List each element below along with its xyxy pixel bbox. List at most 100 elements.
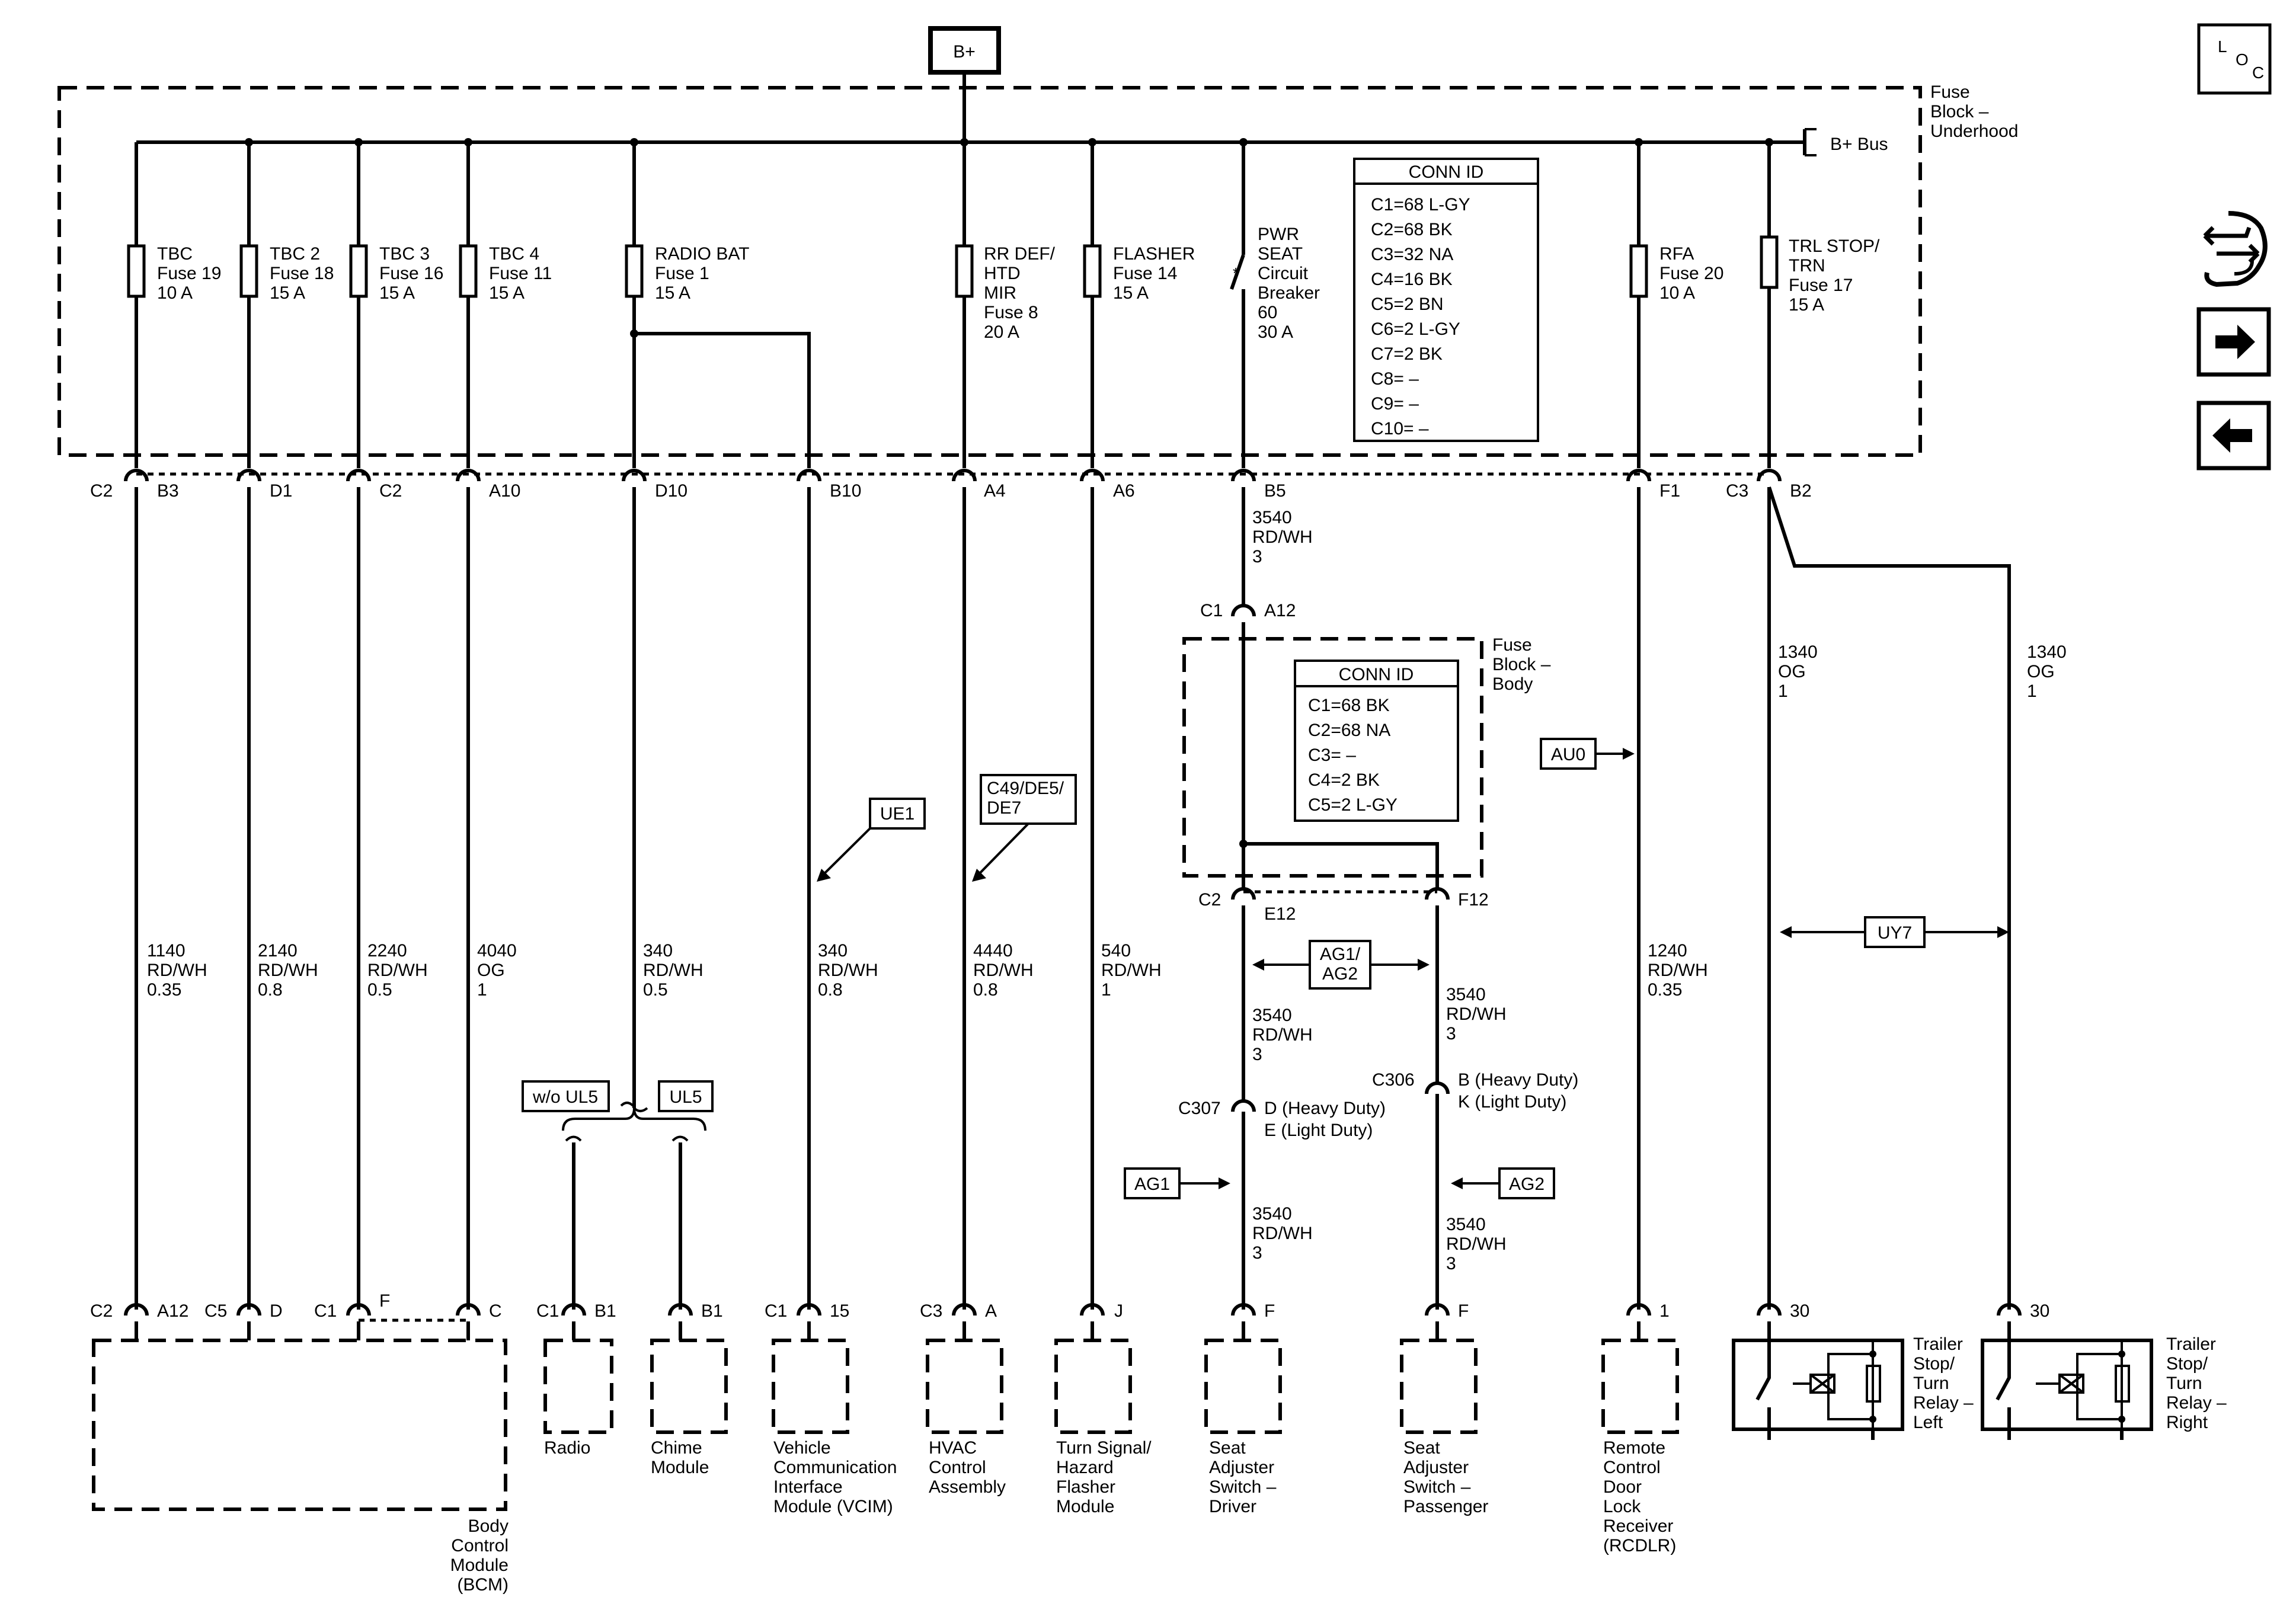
fuse-tbc3-label-2: Fuse 16 <box>379 264 443 283</box>
pin-label: B10 <box>830 481 861 501</box>
top-connector-row: C2 B3 D1 C2 A10 D10 B10 A4 A6 B5 F1 C3 B… <box>90 469 1812 501</box>
wire-label: 0.35 <box>147 980 181 1000</box>
vcim-label: Interface <box>773 1477 843 1497</box>
pin-label: C1 <box>1200 601 1223 620</box>
fuse-rrdef-label-1: RR DEF/ <box>984 244 1056 264</box>
pin-label: C2 <box>90 1301 113 1321</box>
relay-left-label: Trailer <box>1913 1334 1963 1354</box>
wire-label: RD/WH <box>1252 1025 1313 1045</box>
relay-right-label: Trailer <box>2166 1334 2216 1354</box>
seat-driver-label: Switch – <box>1209 1477 1277 1497</box>
bcm-label: Module <box>450 1555 509 1575</box>
conn-id-underhood-line: C1=68 L-GY <box>1371 195 1470 215</box>
fuse-flasher-label-1: FLASHER <box>1113 244 1195 264</box>
wire-label: 340 <box>818 941 848 961</box>
conn-id-underhood-line: C5=2 BN <box>1371 295 1444 314</box>
rcdlr-label: Lock <box>1603 1497 1641 1516</box>
wire-label: 0.8 <box>258 980 283 1000</box>
option-ag1-ag2-2: AG2 <box>1322 964 1358 984</box>
wire-label: RD/WH <box>147 961 207 980</box>
fuse-rfa-label-2: Fuse 20 <box>1659 264 1723 283</box>
conn-id-underhood-line: C10= – <box>1371 419 1429 438</box>
schematic-tool-icon[interactable] <box>2203 211 2268 287</box>
wire-label: 0.35 <box>1648 980 1682 1000</box>
pin-label: B5 <box>1264 481 1286 501</box>
fuse-branches: * <box>127 142 1779 468</box>
cb-pwrseat-label-2: SEAT <box>1258 244 1303 264</box>
seat-passenger-label: Seat <box>1403 1438 1440 1458</box>
pin-label: C1 <box>314 1301 337 1321</box>
hvac-label: Control <box>929 1458 986 1477</box>
fuse-tbc-label-3: 10 A <box>157 283 193 303</box>
vcim-label: Module (VCIM) <box>773 1497 893 1516</box>
pin-label: B3 <box>157 481 179 501</box>
seat-passenger-label: Adjuster <box>1403 1458 1469 1477</box>
fuse-tbc4-label-2: Fuse 11 <box>489 264 552 283</box>
previous-button[interactable] <box>2196 401 2271 470</box>
pin-label: C2 <box>90 481 113 501</box>
pin-label: F <box>379 1291 390 1311</box>
radio-label: Radio <box>544 1438 590 1458</box>
fuse-block-body-label-2: Block – <box>1492 655 1551 674</box>
pin-label: 30 <box>1790 1301 1809 1321</box>
fuse-tbc2-label-3: 15 A <box>270 283 305 303</box>
fuse-block-underhood-label-1: Fuse <box>1930 82 1970 102</box>
pin-label: C5 <box>204 1301 227 1321</box>
fuse-trl-label-4: 15 A <box>1789 295 1824 315</box>
pin-label: C <box>489 1301 502 1321</box>
fuse-tbc4-label-1: TBC 4 <box>489 244 539 264</box>
chime-label: Chime <box>651 1438 702 1458</box>
pin-label: A10 <box>489 481 520 501</box>
fuse-tbc3-label-3: 15 A <box>379 283 415 303</box>
pin-label: B1 <box>701 1301 723 1321</box>
bottom-connectors: C2 A12 C5 D C1 F C C1 B1 B1 C1 15 C3 A <box>90 1291 2153 1511</box>
relay-right-label: Right <box>2166 1413 2208 1432</box>
pin-label: A12 <box>157 1301 188 1321</box>
wire-label: RD/WH <box>643 961 703 980</box>
bplus-bus-label: B+ Bus <box>1830 135 1888 154</box>
cb-pwrseat-label-1: PWR <box>1258 225 1299 244</box>
wire-label: RD/WH <box>1446 1004 1507 1024</box>
option-c49-1: C49/DE5/ <box>987 779 1064 798</box>
option-ag2: AG2 <box>1509 1174 1544 1194</box>
c307-label: C307 <box>1178 1099 1221 1118</box>
flasher-label: Turn Signal/ <box>1056 1438 1152 1458</box>
arrow-left-icon <box>2212 418 2252 453</box>
wire-label: 1 <box>2027 681 2037 701</box>
wire-label: 3540 <box>1446 985 1486 1004</box>
fuse-rfa-label-1: RFA <box>1659 244 1694 264</box>
wire-label: 1 <box>1778 681 1788 701</box>
wire-label: 3540 <box>1446 1215 1486 1234</box>
wire-label: RD/WH <box>1252 1224 1313 1243</box>
loc-button[interactable]: L O C <box>2197 23 2272 95</box>
wire-label: 340 <box>643 941 673 961</box>
pin-label: D10 <box>655 481 687 501</box>
conn-id-underhood-line: C7=2 BK <box>1371 344 1443 364</box>
wire-label: 3 <box>1252 547 1262 566</box>
fuse-flasher-label-2: Fuse 14 <box>1113 264 1177 283</box>
conn-id-underhood: CONN ID C1=68 L-GY C2=68 BK C3=32 NA C4=… <box>1353 158 1539 442</box>
fuse-rrdef-label-4: Fuse 8 <box>984 303 1038 322</box>
wire-label: RD/WH <box>1446 1234 1507 1254</box>
fuse-tbc2-label-2: Fuse 18 <box>270 264 334 283</box>
next-button[interactable] <box>2196 307 2271 377</box>
pin-label: F <box>1458 1301 1469 1321</box>
loc-letter-l: L <box>2218 37 2227 56</box>
fuse-tbc-label-2: Fuse 19 <box>157 264 221 283</box>
c306-label: C306 <box>1372 1070 1415 1090</box>
fuse-radio-label-2: Fuse 1 <box>655 264 709 283</box>
wire-label: 2240 <box>367 941 407 961</box>
option-c49-2: DE7 <box>987 798 1021 818</box>
relay-left-label: Relay – <box>1913 1393 1974 1413</box>
fuse-tbc4-label-3: 15 A <box>489 283 525 303</box>
fuse-tbc-label-1: TBC <box>157 244 193 264</box>
pin-label: C3 <box>1726 481 1748 501</box>
c306-pin-light: K (Light Duty) <box>1458 1092 1566 1112</box>
pin-label: J <box>1114 1301 1123 1321</box>
bplus-bus: B+ Bus <box>136 128 1888 156</box>
option-wo-ul5: w/o UL5 <box>532 1087 598 1107</box>
wire-label: 3 <box>1252 1045 1262 1064</box>
relay-left-label: Stop/ <box>1913 1354 1955 1374</box>
loc-letter-o: O <box>2236 50 2249 69</box>
wire-label: 3 <box>1252 1243 1262 1263</box>
